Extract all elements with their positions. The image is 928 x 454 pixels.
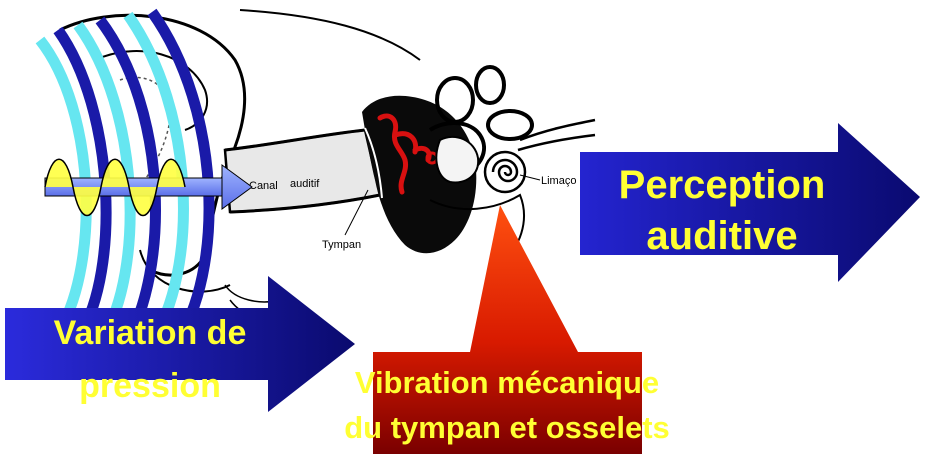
label-auditif: auditif	[290, 178, 320, 190]
top-curve	[240, 10, 420, 60]
vestibule	[436, 137, 478, 183]
cochlea	[485, 152, 525, 192]
variation-line2: pression	[79, 367, 221, 405]
perception-line1: Perception	[619, 163, 826, 207]
variation-line1: Variation de	[54, 314, 247, 352]
vibration-line1: Vibration mécanique	[355, 365, 659, 400]
auditory-nerve	[518, 120, 595, 150]
arrow-variation-pression: Variation de pression	[5, 276, 355, 412]
arrow-perception-auditive: Perception auditive	[580, 123, 920, 282]
vibration-line2: du tympan et osselets	[344, 410, 670, 445]
label-tympan: Tympan	[322, 239, 361, 251]
perception-line2: auditive	[646, 214, 797, 258]
label-canal: Canal	[249, 180, 278, 192]
label-limacon: Limaço	[541, 175, 576, 187]
